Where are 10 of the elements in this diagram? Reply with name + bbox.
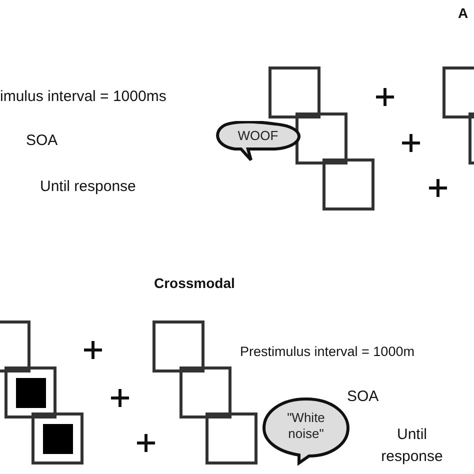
timing-label: SOA: [26, 132, 58, 150]
timing-label: Prestimulus interval = 1000m: [240, 343, 414, 361]
timing-label: imulus interval = 1000ms: [0, 88, 166, 106]
timing-label: Until response: [380, 425, 444, 467]
heading: A: [458, 4, 468, 22]
bubble-text: WOOF: [236, 128, 280, 144]
bubble-text: "White noise": [286, 410, 326, 442]
heading: Crossmodal: [154, 274, 235, 292]
timing-label: SOA: [347, 388, 379, 406]
timing-label: Until response: [40, 178, 136, 196]
